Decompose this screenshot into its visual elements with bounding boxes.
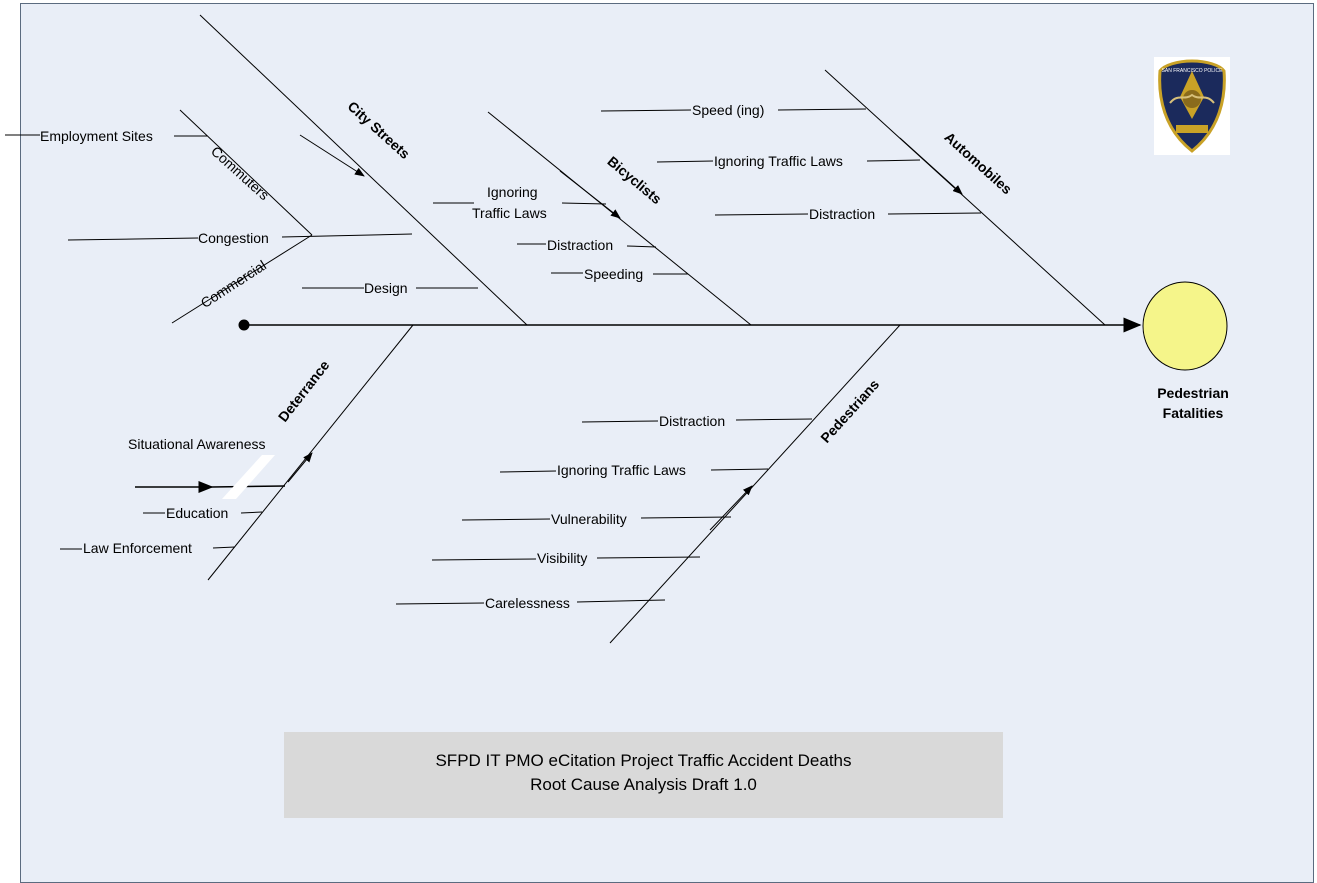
effect-circle — [1142, 281, 1228, 371]
cause-bicyclists-distraction: Distraction — [547, 237, 614, 253]
cause-pedestrians-ignoring: Ignoring Traffic Laws — [557, 462, 686, 478]
bone-pedestrians — [609, 324, 901, 644]
cause-education: Education — [166, 505, 229, 521]
cause-automobiles-distraction: Distraction — [809, 206, 876, 222]
bone-deterrance — [207, 324, 414, 581]
cause-employment-sites: Employment Sites — [40, 128, 153, 144]
cause-design: Design — [364, 280, 408, 296]
cause-situational-awareness: Situational Awareness — [128, 436, 266, 452]
effect-label-line2: Fatalities — [1162, 405, 1224, 421]
title-line2: Root Cause Analysis Draft 1.0 — [530, 775, 757, 794]
cause-pedestrians-distraction: Distraction — [659, 413, 726, 429]
police-badge-logo: SAN FRANCISCO POLICE — [1154, 57, 1230, 155]
cause-carelessness: Carelessness — [485, 595, 570, 611]
effect-label: Pedestrian Fatalities — [1128, 383, 1258, 423]
cause-bicyclists-speeding: Speeding — [584, 266, 644, 282]
cause-automobiles-speed: Speed (ing) — [692, 102, 765, 118]
svg-text:SAN FRANCISCO POLICE: SAN FRANCISCO POLICE — [1162, 68, 1224, 74]
title-line1: SFPD IT PMO eCitation Project Traffic Ac… — [435, 751, 852, 770]
cause-visibility: Visibility — [537, 550, 588, 566]
title-box: SFPD IT PMO eCitation Project Traffic Ac… — [284, 732, 1003, 818]
cause-bicyclists-ignoring-line1: Ignoring — [487, 184, 538, 200]
effect-label-line1: Pedestrian — [1157, 385, 1229, 401]
cause-automobiles-ignoring: Ignoring Traffic Laws — [714, 153, 843, 169]
cause-bicyclists-ignoring-line2: Traffic Laws — [472, 205, 547, 221]
cause-vulnerability: Vulnerability — [551, 511, 627, 527]
cause-congestion: Congestion — [198, 230, 269, 246]
cause-law-enforcement: Law Enforcement — [83, 540, 192, 556]
bone-automobiles — [824, 69, 1106, 326]
